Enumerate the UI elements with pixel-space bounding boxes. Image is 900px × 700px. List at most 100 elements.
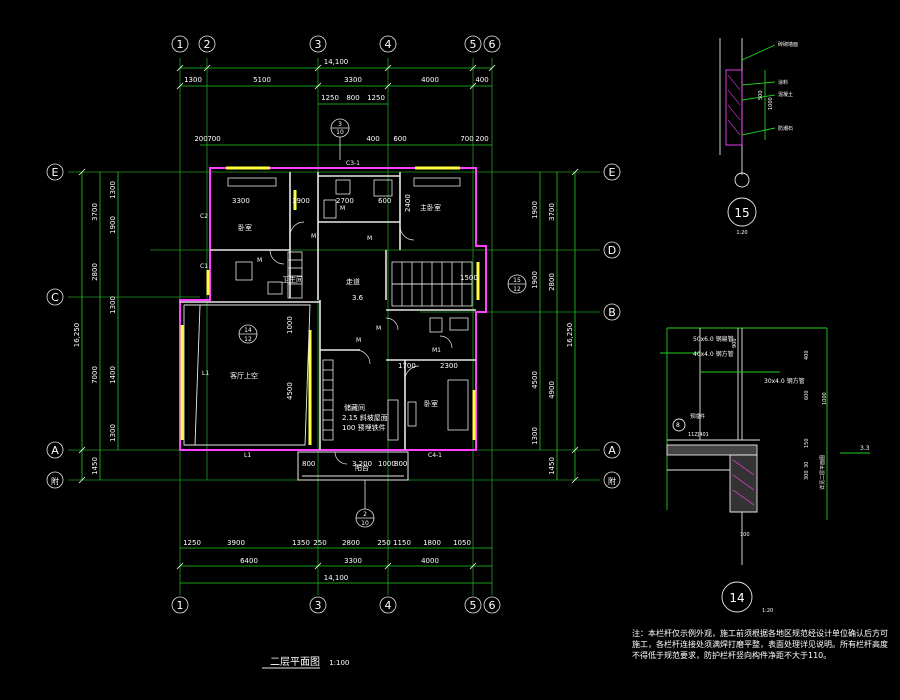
inner-dim-9: 4500 [286,382,294,400]
dim-right-b2: 4500 [531,371,539,389]
dim-top-r1-4: 400 [475,76,488,84]
dim-bot-r1-6: 1150 [393,539,411,547]
axis-label-right-E: E [609,166,616,179]
detail-14-dim-5: 100 [740,532,750,538]
dim-left-total: 16,250 [73,323,81,348]
axis-label-left-E: E [52,166,59,179]
callout-bottom [355,480,375,528]
dim-bot-r1-2: 1350 [292,539,310,547]
dim-bot-r1-3: 250 [313,539,326,547]
plan-title: 二层平面图 1:100 [270,653,355,668]
dim-left-a2: 7000 [91,366,99,384]
inner-dim-4: 2400 [404,194,412,212]
axis-label-bottom-4: 4 [385,599,392,612]
dim-top-r3-1: 700 [207,135,220,143]
door-tag-10: C4-1 [428,452,442,459]
stairs-upper [391,261,473,307]
inner-dim-8: 1000 [286,316,294,334]
detail-15-dim-1: 1000 [768,97,774,110]
floor-level: 3.6 [352,294,364,302]
callout-bottom-num: 2 [363,511,367,518]
callout-right-ref: 12 [513,286,521,293]
dim-right-total: 16,250 [566,323,574,348]
dim-right-b3: 1300 [531,427,539,445]
inner-dim-2: 2700 [336,197,354,205]
detail-14-scale: 1:20 [762,608,773,614]
dim-top-r1-1: 5100 [253,76,271,84]
door-tag-12: L1 [202,370,209,377]
axis-label-top-6: 6 [489,38,496,51]
detail-14-callout-num: 8 [676,422,680,429]
door-tag-5: M [340,205,345,212]
dim-texts-left: 16,250 3700 2800 7000 1300 1900 1300 140… [73,181,117,475]
detail-15-number: 15 [734,206,749,220]
detail-14-number: 14 [729,591,744,605]
dim-left-b4: 1300 [109,424,117,442]
detail-15-label-3: 防潮石 [778,125,793,132]
stair-note-2: 100 预埋铁件 [342,423,386,432]
room-label-bath1: 卫生间 [282,275,303,284]
detail-15-labels: 砖砌墙面 涂料 混凝土 防潮石 500 1000 [758,41,798,132]
detail-14-dim-6: 30 [804,462,810,468]
axis-labels: 1 2 3 4 5 6 1 3 4 5 6 E C A 附 E D B A 附 [51,38,616,612]
dim-top-total: 14,100 [324,58,349,66]
room-label-bed3: 卧室 [424,399,438,408]
detail-14 [660,327,870,613]
furniture [227,177,469,431]
dim-left-b1: 1900 [109,216,117,234]
walls [179,166,487,451]
inner-dim-5: 1500 [460,274,478,282]
dim-left-b0: 1300 [109,181,117,199]
door-swings [269,221,453,465]
living-void [183,304,311,446]
axis-label-top-3: 3 [315,38,322,51]
inner-dim-3: 600 [378,197,391,205]
dim-left-a0: 3700 [91,203,99,221]
dim-bot-total: 14,100 [324,574,349,582]
plan-title-text: 二层平面图 [270,657,320,668]
stairs-side [287,251,303,299]
dim-top-r3-2: 400 [366,135,379,143]
plan-scale: 1:100 [329,659,350,667]
dim-texts-bottom: 1250 3900 1350 250 2800 250 1150 1800 10… [183,539,471,582]
detail-14-dim-7: 300 [804,470,810,480]
callout-right [507,274,527,294]
dim-texts-top: 14,100 1300 5100 3300 4000 400 1250 800 … [184,58,489,143]
stairs-lower [322,359,399,441]
room-labels: 卧室 卫生间 走道 主卧室 客厅上空 储藏间 卧室 阳台 [230,203,441,472]
axis-bubbles-bottom [171,596,501,614]
detail-15-label-0: 砖砌墙面 [778,41,798,48]
inner-dim-7: 2300 [440,362,458,370]
inner-dim-11: 3,200 [352,460,372,468]
room-label-corridor: 走道 [346,277,360,286]
dim-top-r1-3: 4000 [421,76,439,84]
dim-top-r1-0: 1300 [184,76,202,84]
detail-14-label-4: 详见二层平面图 [819,455,826,490]
dim-top-r2-1: 800 [346,94,359,102]
axis-label-top-5: 5 [470,38,477,51]
detail-15 [719,38,776,227]
door-tag-9: C3-1 [346,160,360,167]
detail-15-scale: 1:20 [736,230,747,236]
door-tag-3: M [376,325,381,332]
door-tag-6: M1 [432,347,441,354]
inner-dim-1: 1900 [292,197,310,205]
axis-bubbles-top [171,35,501,53]
door-tag-8: C2 [200,213,208,220]
door-tag-1: M [367,235,372,242]
dimension-lines [78,64,579,584]
axis-label-bottom-1: 1 [177,599,184,612]
detail-14-dim-4: 150 [804,438,810,448]
axis-label-left-aux: 附 [51,476,59,486]
dim-right-a1: 2800 [548,273,556,291]
callout-mid-num: 14 [244,327,252,334]
door-tag-4: M [356,337,361,344]
dim-bot-r1-8: 1050 [453,539,471,547]
axis-label-top-2: 2 [204,38,211,51]
dim-bot-r1-0: 1250 [183,539,201,547]
door-tag-7: C1 [200,263,208,270]
dim-top-r1-2: 3300 [344,76,362,84]
room-label-storage: 储藏间 [344,403,365,412]
dim-bot-r1-4: 2800 [342,539,360,547]
